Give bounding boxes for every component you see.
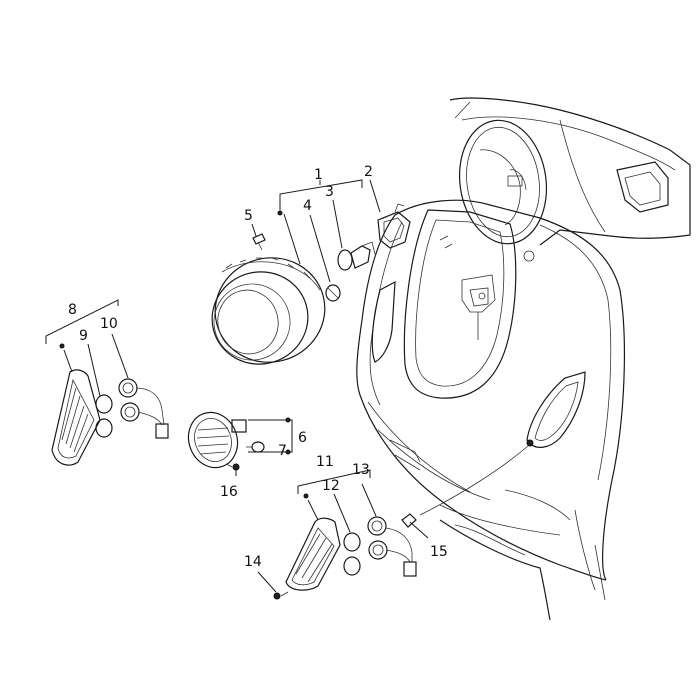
headlamp-bulb [337,241,376,271]
small-lamp-6 [187,411,265,469]
headlamp-bulb-socket [377,203,411,249]
callout-9: 9 [79,328,88,344]
clip-15 [401,513,417,528]
callout-6: 6 [298,430,307,446]
callout-11: 11 [316,454,334,470]
callout-12: 12 [322,478,340,494]
callout-labels: 1 2 3 4 5 6 7 8 9 10 11 12 13 14 15 16 [68,164,448,570]
right-turn-signal [285,517,341,591]
callout-13: 13 [352,462,370,478]
callout-14: 14 [244,554,262,570]
callout-7: 7 [278,443,287,459]
socket-13-harness [367,516,417,577]
callout-10: 10 [100,316,118,332]
callout-8: 8 [68,302,77,318]
callout-2: 2 [364,164,373,180]
bulb-12-pair [343,532,361,576]
socket-10-harness [118,378,169,439]
screw-5 [252,233,266,251]
callout-3: 3 [325,184,334,200]
callout-1: 1 [314,167,323,183]
callout-15: 15 [430,544,448,560]
screw-14 [273,591,289,600]
scooter-front-body [356,97,691,621]
callout-5: 5 [244,208,253,224]
parking-bulb [325,284,341,302]
bulb-9-pair [95,394,113,438]
leader-lines [45,179,429,593]
callout-4: 4 [303,198,312,214]
screw-16 [225,463,240,471]
left-turn-signal [51,369,101,466]
callout-16: 16 [220,484,238,500]
headlamp-rim [211,257,326,365]
